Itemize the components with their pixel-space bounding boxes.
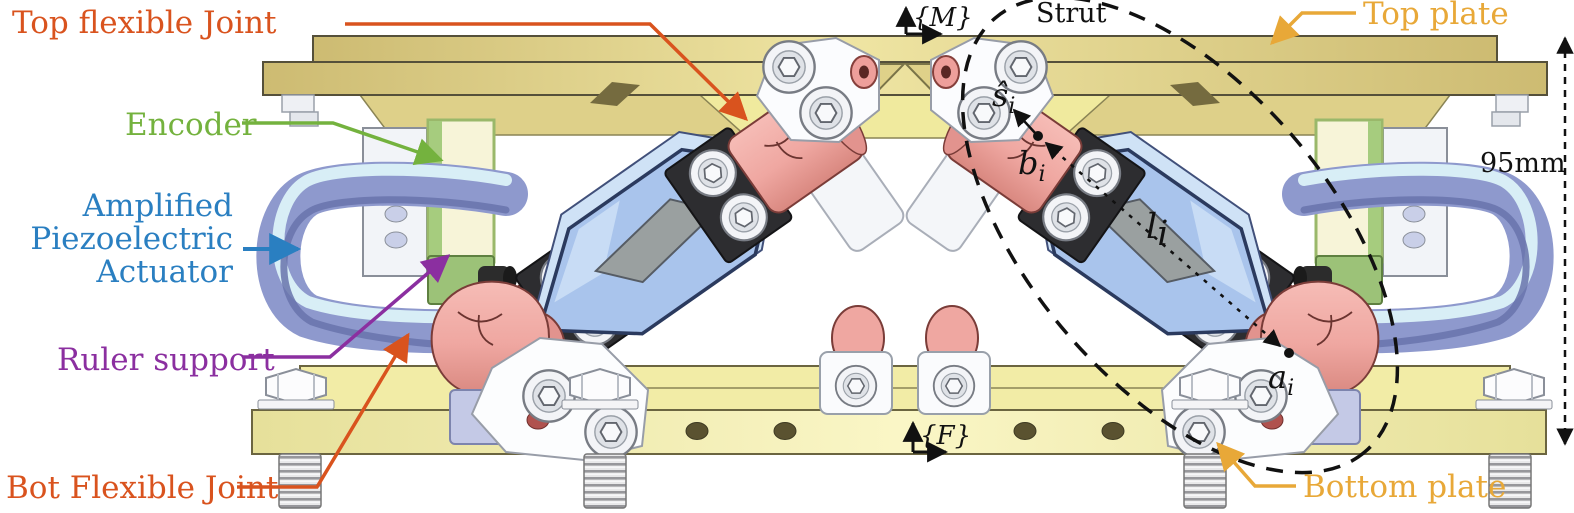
- bot-flexible-joint-label: Bot Flexible Joint: [6, 470, 279, 506]
- dimension-95mm-label: 95mm: [1480, 148, 1566, 179]
- top-plate-label: Top plate: [1363, 0, 1509, 32]
- strut-label: Strut: [1036, 0, 1107, 29]
- a-i-label: ai: [1268, 358, 1294, 401]
- frame-F-label: {F}: [920, 421, 971, 451]
- bot-flexible-joint-leader: [237, 332, 410, 489]
- frame-F: {F}: [902, 420, 971, 463]
- ruler-support-label: Ruler support: [57, 342, 275, 378]
- apa-label-line3: Actuator: [95, 254, 233, 290]
- strut-direction-arrow: [1012, 108, 1037, 135]
- frame-M-label: {M}: [913, 3, 973, 33]
- top-flexible-joint-label: Top flexible Joint: [12, 5, 277, 41]
- point-b-i: [1033, 131, 1043, 141]
- ruler-support-leader: [243, 254, 451, 359]
- top-plate-leader: [1270, 11, 1356, 45]
- bottom-plate-label: Bottom plate: [1303, 469, 1506, 505]
- frame-M: {M}: [895, 3, 973, 45]
- encoder-leader: [242, 121, 444, 166]
- bottom-plate-leader: [1216, 441, 1296, 488]
- point-a-i: [1284, 348, 1294, 358]
- annotations: ŝi bi li ai {M} {F} 95mm Strut Top flexi…: [6, 0, 1574, 506]
- strut-axis-line: [1044, 141, 1282, 348]
- top-plate: [262, 35, 1548, 139]
- encoder-label: Encoder: [125, 107, 257, 143]
- s-hat-i-label: ŝi: [992, 76, 1015, 119]
- l-i-label: li: [1146, 207, 1168, 254]
- top-flexible-joint-leader: [345, 22, 748, 121]
- b-i-label: bi: [1018, 144, 1046, 187]
- apa-label-line2: Piezoelectric: [30, 221, 233, 257]
- apa-label-line1: Amplified: [82, 188, 233, 224]
